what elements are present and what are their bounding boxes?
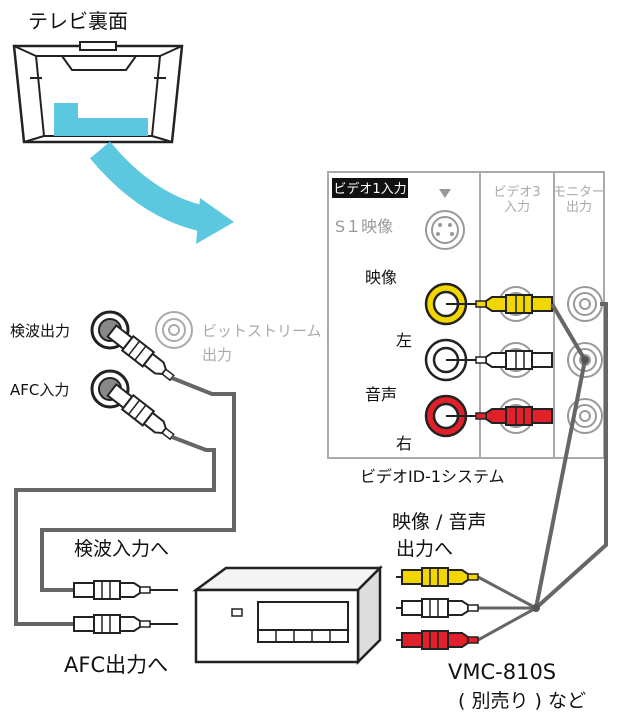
afc-in-label: AFC入力 [10, 381, 69, 399]
panel-right-plug [446, 406, 553, 426]
panel-video-plug [446, 294, 553, 314]
video-label: 映像 [365, 268, 397, 287]
bitstream-label-line2: 出力 [202, 346, 232, 364]
video3-header-line2: 入力 [504, 200, 530, 215]
video3-header-line1: ビデオ3 [493, 184, 540, 200]
left-label: 左 [396, 331, 412, 350]
afc-plug-angled [105, 381, 179, 445]
tv-connector-panel-highlight [54, 103, 148, 136]
tv-back-illustration: テレビ裏面 [12, 9, 234, 244]
cable-junction [532, 604, 540, 612]
left-jacks: 検波出力 ビットストリーム 出力 AFC入力 [10, 310, 322, 409]
monitor-header-line2: 出力 [566, 200, 592, 215]
s-video-jack [425, 210, 465, 250]
input-panel: ビデオ1入力 S１映像 ビデオ3 入力 モニター 出力 映像 左 音声 右 ビデ… [327, 171, 605, 486]
av-out-label-line2: 出力へ [396, 538, 453, 560]
device-av-left-plug [396, 598, 479, 618]
detect-in-to-label: 検波入力へ [74, 538, 169, 560]
audio-label: 音声 [365, 385, 397, 404]
vmc-810s-device: 検波入力へ AFC出力へ 映像 / 音声 出力へ VMC-810S ( 別売り … [64, 511, 586, 712]
down-triangle-icon [439, 189, 451, 198]
bitstream-label-line1: ビットストリーム [202, 322, 322, 340]
cable-lines [14, 302, 608, 626]
device-av-video-plug [396, 567, 479, 587]
video1-input-header: ビデオ1入力 [333, 181, 406, 197]
panel-left-plug [446, 350, 553, 370]
model-note: ( 別売り ) など [458, 690, 586, 712]
av-cable-bundle [477, 575, 537, 642]
device-detect-in-plug [73, 580, 178, 600]
s1-video-label: S１映像 [335, 217, 393, 236]
detect-out-label: 検波出力 [10, 322, 70, 340]
model-name: VMC-810S [448, 660, 556, 684]
av-out-label-line1: 映像 / 音声 [392, 511, 486, 533]
device-afc-out-plug [73, 614, 178, 634]
tv-title: テレビ裏面 [28, 9, 128, 33]
afc-out-to-label: AFC出力へ [64, 653, 168, 677]
monitor-header-line1: モニター [553, 185, 605, 200]
cable-junction-top [581, 356, 589, 364]
arrow-icon [196, 198, 234, 244]
device-av-right-plug [396, 630, 479, 650]
right-label: 右 [396, 434, 412, 453]
system-name: ビデオID-1システム [360, 467, 505, 486]
